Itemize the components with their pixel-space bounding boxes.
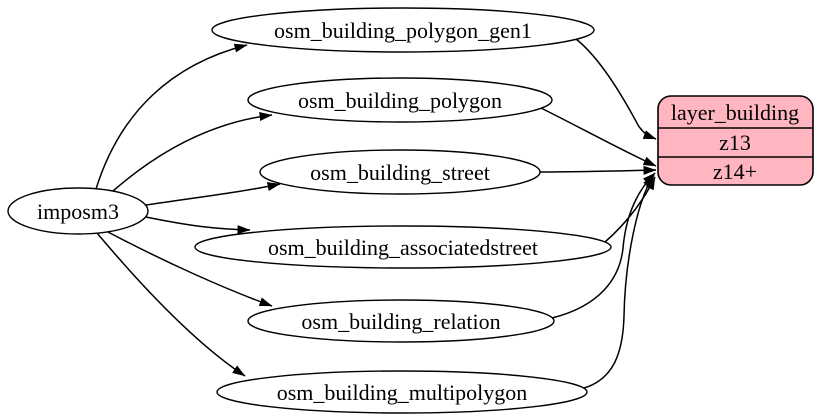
edge-imposm3-to-street [145,182,281,206]
node-osm-building-multipolygon-shape [216,370,588,414]
edge-imposm3-to-polygon [112,112,273,192]
node-imposm3: imposm3 [7,187,149,235]
node-osm-building-multipolygon: osm_building_multipolygon [216,370,588,414]
node-layer-building-shape [657,95,814,186]
edge-imposm3-to-multipolygon [96,232,246,377]
node-osm-building-polygon-label: osm_building_polygon [298,88,502,113]
node-osm-building-street-label: osm_building_street [310,160,490,185]
node-osm-building-polygon-gen1-label: osm_building_polygon_gen1 [274,18,532,43]
edge-street-to-layer-z14 [539,165,657,175]
node-layer-building: layer_building z13 z14+ [657,95,814,186]
edge-group [95,38,657,389]
edge-polygon-gen1-to-layer-z13 [575,38,657,140]
node-osm-building-relation: osm_building_relation [247,299,555,343]
edge-imposm3-to-polygon-gen1 [95,43,248,190]
node-osm-building-polygon-gen1: osm_building_polygon_gen1 [211,7,595,53]
edge-multipolygon-to-layer-z14 [583,174,655,389]
layer-building-row-z13: z13 [719,130,751,155]
layer-building-row-z14: z14+ [713,159,757,184]
node-osm-building-associatedstreet-label: osm_building_associatedstreet [268,235,538,260]
node-osm-building-multipolygon-label: osm_building_multipolygon [277,380,528,405]
node-osm-building-polygon-gen1-shape [211,7,595,53]
node-osm-building-relation-shape [247,299,555,343]
edge-relation-to-layer-z14 [551,172,656,319]
layer-building-title: layer_building [671,100,799,125]
node-imposm3-label: imposm3 [37,199,119,224]
node-osm-building-associatedstreet: osm_building_associatedstreet [194,225,612,269]
edge-polygon-to-layer-z14 [540,107,657,167]
edge-imposm3-to-associatedstreet [145,216,251,235]
node-imposm3-shape [7,187,149,235]
node-osm-building-relation-label: osm_building_relation [301,309,500,334]
node-osm-building-associatedstreet-shape [194,225,612,269]
node-osm-building-street: osm_building_street [259,149,541,195]
node-osm-building-polygon-shape [247,77,553,123]
node-osm-building-polygon: osm_building_polygon [247,77,553,123]
edge-imposm3-to-relation [107,231,273,307]
